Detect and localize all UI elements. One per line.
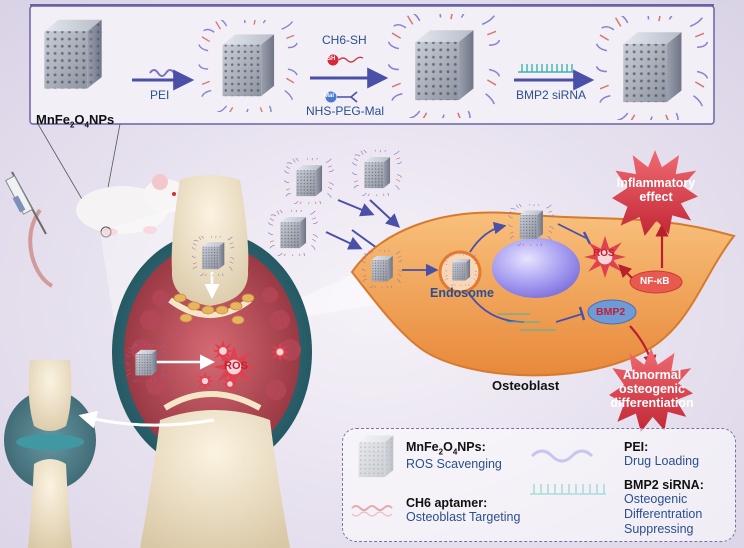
ch6-sh-label: CH6-SH xyxy=(322,33,367,47)
syringe-icon xyxy=(4,171,47,235)
np-label: MnFe2O4NPs xyxy=(36,112,115,130)
joint-ros-label: ROS xyxy=(224,360,248,372)
ch6-sh-icon xyxy=(327,54,364,66)
legend-pei: PEI: Drug Loading xyxy=(624,440,700,468)
nhs-peg-mal-icon xyxy=(325,91,358,103)
cell-ros-label: ROS xyxy=(593,248,615,259)
bmp2-badge xyxy=(587,299,637,325)
inflammatory-text: Inflammatory effect xyxy=(616,176,696,204)
sirna-comb-icon xyxy=(518,64,574,73)
knee-illustration xyxy=(4,360,96,548)
knee-arrow xyxy=(78,410,215,429)
mal-tag: Mal xyxy=(324,93,335,99)
bmp2-label: BMP2 xyxy=(596,306,626,318)
pei-squiggle-icon xyxy=(149,69,175,77)
legend-np: MnFe2O4NPs: ROS Scavenging xyxy=(406,440,502,471)
synthesis-panel xyxy=(29,4,715,125)
mouse-illustration xyxy=(28,174,187,288)
osteoblast-label: Osteoblast xyxy=(492,378,560,393)
legend-sirna: BMP2 siRNA: Osteogenic Differentration S… xyxy=(624,478,704,536)
sirna-strands xyxy=(498,313,556,331)
nfkb-badge xyxy=(629,270,683,294)
legend-ch6: CH6 aptamer: Osteoblast Targeting xyxy=(406,496,521,524)
bare-nanoparticle-cube xyxy=(44,19,102,89)
abnormal-text: Abnormal osteogenic differentiation xyxy=(610,368,694,410)
pei-step-label: PEI xyxy=(150,88,170,102)
joint-illustration xyxy=(112,175,312,548)
sirna-step-label: BMP2 siRNA xyxy=(516,88,587,102)
nfkb-label: NF-κB xyxy=(640,276,670,287)
legend-box xyxy=(342,428,736,542)
endosome-label: Endosome xyxy=(430,286,494,300)
cell-pathway-arrows xyxy=(402,221,592,323)
incoming-arrows xyxy=(325,199,401,258)
nhs-peg-mal-label: NHS-PEG-Mal xyxy=(306,104,385,118)
nucleus xyxy=(492,238,580,298)
sh-tag: SH xyxy=(327,56,336,62)
